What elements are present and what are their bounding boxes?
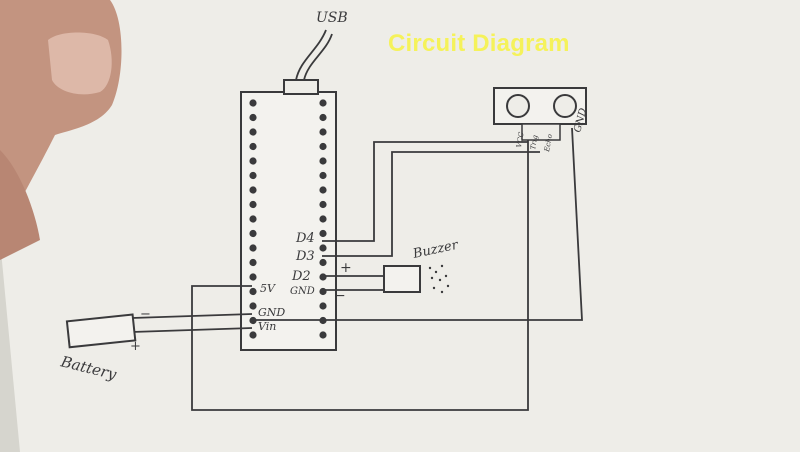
pin-dot <box>319 142 327 151</box>
buzzer-minus-sign: − <box>334 288 346 304</box>
battery <box>65 313 137 349</box>
pin-dot <box>319 171 327 180</box>
pin-dot <box>319 157 327 165</box>
pin-dot <box>249 331 257 339</box>
sensor-label-trig: Trig <box>529 134 540 150</box>
left-pin-header <box>249 99 257 339</box>
wire-battery-pos <box>131 327 253 333</box>
pin-dot <box>319 186 327 194</box>
pin-label-d3: D3 <box>295 249 315 264</box>
pin-dot <box>319 258 327 267</box>
pin-dot <box>319 128 327 136</box>
pin-label-gnd-right: GND <box>290 286 315 297</box>
pin-label-d2: D2 <box>291 269 311 284</box>
pin-dot <box>249 229 257 238</box>
battery-minus-sign: − <box>140 307 151 322</box>
pin-dot <box>249 200 257 209</box>
pin-dot <box>319 273 327 281</box>
pin-label-gnd-left: GND <box>258 306 285 319</box>
pin-dot <box>249 287 257 296</box>
pin-dot <box>249 186 257 194</box>
sensor-label-vcc: VCC <box>515 131 526 149</box>
wire-5v-sensor <box>191 128 529 411</box>
right-pin-header <box>319 99 327 339</box>
pin-dot <box>249 157 257 165</box>
wires <box>131 127 583 411</box>
thumb <box>0 0 122 260</box>
pin-label-vin: Vin <box>258 320 276 333</box>
wire-d4-sensor <box>322 141 528 242</box>
pin-dot <box>249 273 257 281</box>
wire-gnd-sensor <box>252 127 583 321</box>
pin-dot <box>319 113 327 122</box>
pin-dot <box>319 229 327 238</box>
pin-dot <box>249 302 257 310</box>
pin-label-d4: D4 <box>295 231 315 246</box>
pin-dot <box>249 142 257 151</box>
pin-dot <box>319 287 327 296</box>
pin-dot <box>249 215 257 223</box>
pin-dot <box>319 200 327 209</box>
pin-dot <box>319 244 327 252</box>
pin-dot <box>319 215 327 223</box>
pin-dot <box>249 128 257 136</box>
pin-dot <box>249 113 257 122</box>
wire-battery-neg <box>131 313 253 319</box>
pin-dot <box>249 258 257 267</box>
buzzer <box>383 264 450 294</box>
pin-dot <box>319 302 327 310</box>
pin-dot <box>319 331 327 339</box>
diagram-title: Circuit Diagram <box>388 30 570 57</box>
pin-dot <box>249 244 257 252</box>
battery-plus-sign: + <box>130 339 141 354</box>
pin-dot <box>249 99 257 107</box>
wire-d3-sensor <box>322 151 540 257</box>
buzzer-plus-sign: + <box>340 260 352 276</box>
sensor-label-echo: Echo <box>543 133 554 153</box>
usb-cable <box>295 29 333 81</box>
usb-label: USB <box>316 10 348 26</box>
pin-dot <box>249 171 257 180</box>
pin-label-5v: 5V <box>260 282 276 295</box>
ultrasonic-sensor <box>493 87 587 141</box>
pin-dot <box>319 99 327 107</box>
